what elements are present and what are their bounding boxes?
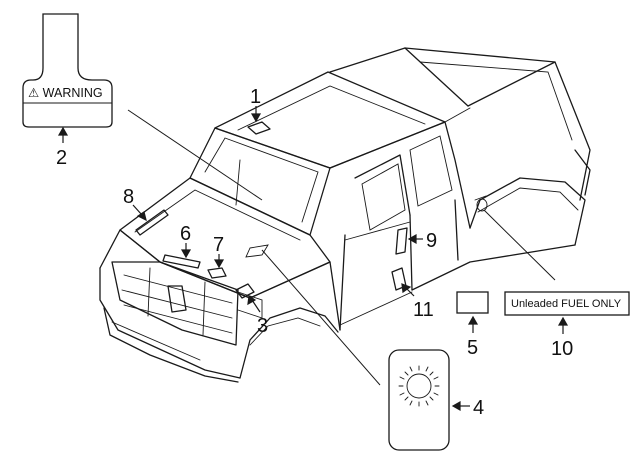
callout-9: 9 <box>426 230 437 252</box>
callout-6: 6 <box>180 223 191 245</box>
sun-icon <box>406 373 432 399</box>
callout-numbers: 1 2 3 4 5 6 7 8 9 10 11 <box>56 86 573 419</box>
sun-rays <box>398 365 440 407</box>
truck-label-marks <box>135 121 408 299</box>
warning-tag: ⚠ WARNING <box>22 13 113 128</box>
fuel-label-text: Unleaded FUEL ONLY <box>511 298 622 310</box>
callout-8: 8 <box>123 186 134 208</box>
pickup-truck-illustration <box>99 47 591 383</box>
label-mark-7 <box>207 267 227 279</box>
label-mark-9 <box>395 227 408 255</box>
callout-arrows <box>57 106 569 412</box>
callout-10: 10 <box>551 338 573 360</box>
callout-7: 7 <box>213 234 224 256</box>
label-box-5 <box>456 291 489 314</box>
label-mark-8 <box>135 209 169 236</box>
callout-2: 2 <box>56 147 67 169</box>
warning-tag-text: ⚠ WARNING <box>28 86 103 100</box>
fuel-label: Unleaded FUEL ONLY <box>504 291 630 316</box>
sun-label <box>388 349 450 451</box>
callout-11: 11 <box>413 299 434 321</box>
callout-3: 3 <box>257 315 268 337</box>
leader-lines <box>127 109 556 386</box>
label-mark-6 <box>162 254 201 269</box>
label-mark-3 <box>235 283 255 299</box>
callout-5: 5 <box>467 337 478 359</box>
label-mark-1 <box>247 121 271 135</box>
callout-4: 4 <box>473 397 484 419</box>
callout-1: 1 <box>250 86 261 108</box>
